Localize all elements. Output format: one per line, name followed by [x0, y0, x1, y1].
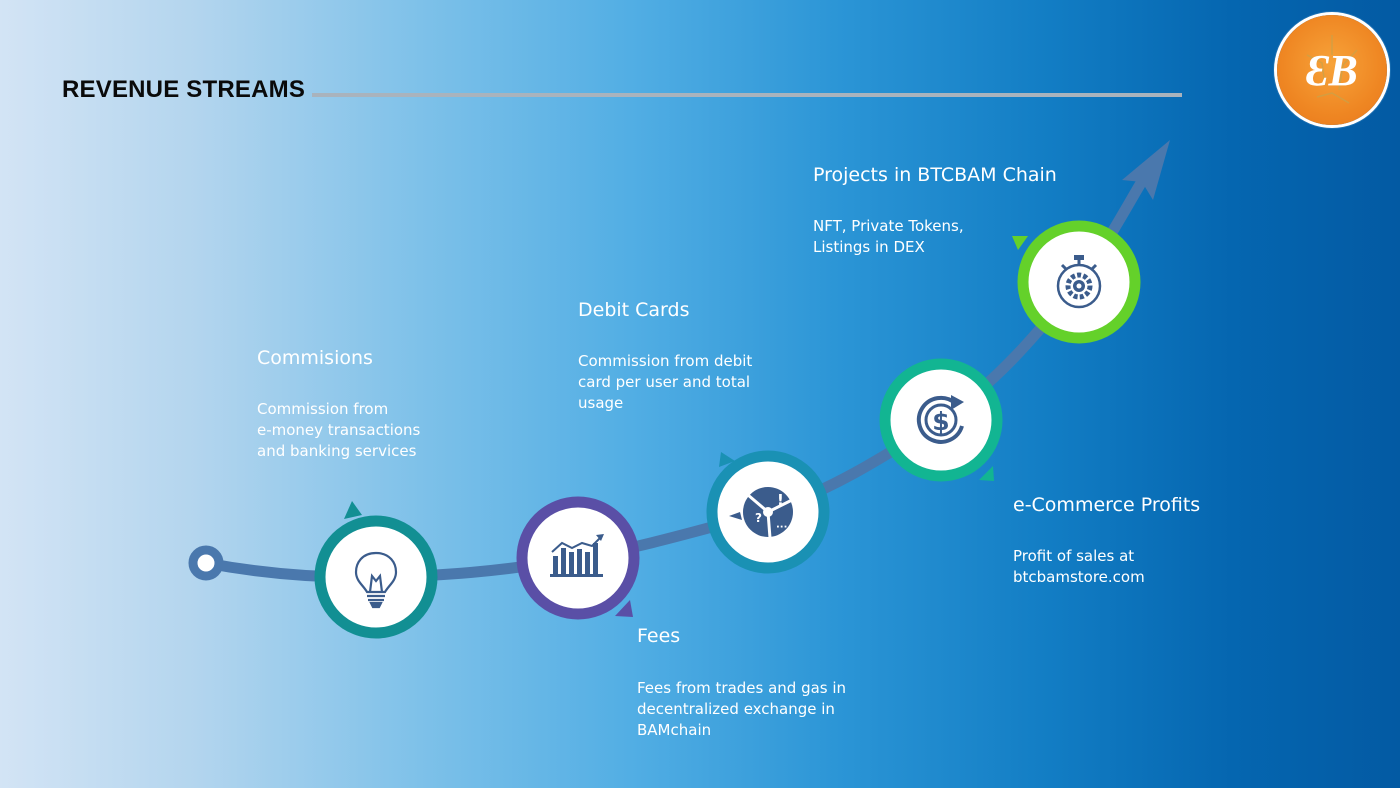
step-debit-cards-description: Commission from debit card per user and …	[578, 351, 752, 414]
step-debit-cards-heading: Debit Cards	[578, 299, 690, 321]
svg-text:$: $	[932, 407, 949, 436]
dollar-refresh-icon: $	[916, 395, 964, 444]
step-ecommerce-line: btcbamstore.com	[1013, 568, 1145, 586]
step-fees-description: Fees from trades and gas in decentralize…	[637, 678, 846, 741]
step-projects-heading: Projects in BTCBAM Chain	[813, 164, 1057, 186]
step-fees-heading: Fees	[637, 625, 681, 647]
page-title: REVENUE STREAMS	[62, 76, 306, 103]
step-projects-pointer	[1012, 236, 1028, 250]
rising-bar-chart-icon	[550, 534, 604, 577]
svg-text:!: !	[777, 491, 784, 509]
step-debit-cards-pointer	[719, 452, 735, 467]
step-debit-cards-node: ! ? ···	[706, 450, 830, 574]
step-fees-pointer	[615, 600, 633, 617]
step-projects-description: NFT, Private Tokens, Listings in DEX	[813, 216, 964, 258]
step-projects-line: Listings in DEX	[813, 238, 925, 256]
logo-circuit-icon	[1306, 35, 1358, 104]
logo-text: ƐB	[1306, 46, 1358, 95]
step-commisions-pointer	[344, 501, 362, 519]
step-commisions-node	[314, 501, 438, 639]
svg-text:?: ?	[755, 511, 762, 525]
svg-text:···: ···	[776, 522, 787, 533]
step-ecommerce-pointer	[979, 466, 994, 481]
step-fees-line: Fees from trades and gas in	[637, 679, 847, 697]
step-commisions-line: and banking services	[257, 442, 417, 460]
step-fees-line: decentralized exchange in	[637, 700, 835, 718]
step-ecommerce-node: $	[879, 358, 1003, 482]
step-ecommerce-description: Profit of sales at btcbamstore.com	[1013, 546, 1145, 588]
btcbam-logo: ƐB	[1277, 15, 1387, 125]
title-divider	[312, 93, 1182, 97]
step-projects-line: NFT, Private Tokens,	[813, 217, 964, 235]
step-projects-node	[1012, 220, 1141, 344]
step-fees-node	[516, 496, 640, 620]
question-answer-bubbles-icon: ! ? ···	[729, 487, 793, 539]
step-commisions-heading: Commisions	[257, 347, 373, 369]
step-fees-line: BAMchain	[637, 721, 712, 739]
lightbulb-icon	[354, 551, 398, 609]
step-debit-cards-line: usage	[578, 394, 624, 412]
path-start-node	[188, 545, 224, 581]
growth-arrowhead	[1122, 140, 1170, 200]
step-commisions-line: e-money transactions	[257, 421, 421, 439]
step-ecommerce-line: Profit of sales at	[1013, 547, 1135, 565]
step-ecommerce-heading: e-Commerce Profits	[1013, 494, 1201, 516]
step-commisions-description: Commission from e-money transactions and…	[257, 399, 420, 462]
step-debit-cards-line: card per user and total	[578, 373, 751, 391]
step-debit-cards-line: Commission from debit	[578, 352, 753, 370]
step-commisions-line: Commission from	[257, 400, 389, 418]
stopwatch-gear-icon	[1056, 255, 1102, 309]
